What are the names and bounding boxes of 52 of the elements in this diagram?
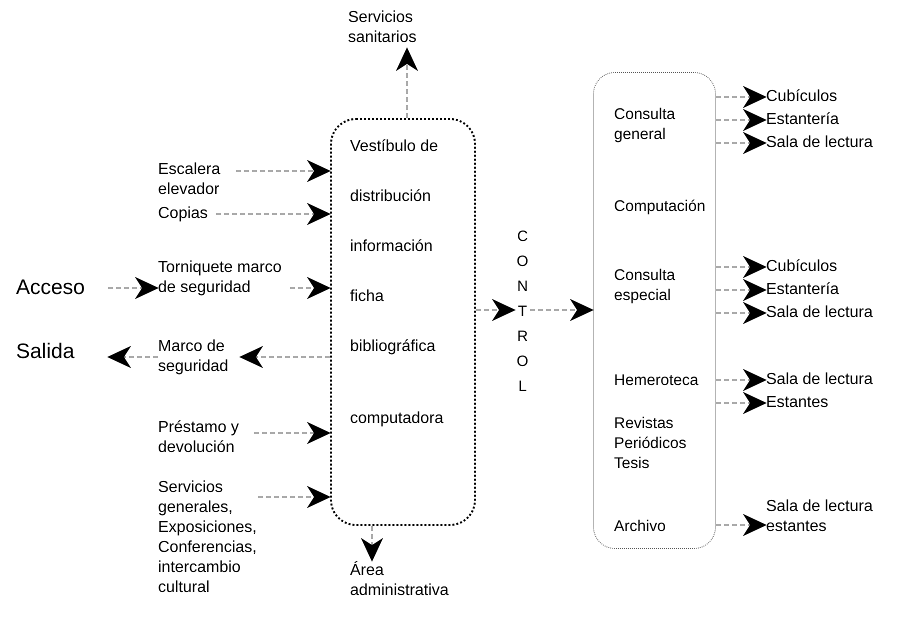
arrow bbox=[107, 346, 158, 368]
area-label: Archivo bbox=[614, 517, 716, 537]
arrow bbox=[360, 526, 384, 562]
arrow bbox=[716, 368, 767, 392]
area-label: Copias bbox=[158, 204, 216, 224]
arrow bbox=[108, 276, 159, 300]
box-text: ficha bibliográfica bbox=[349, 287, 436, 357]
area-label: Consulta especial bbox=[614, 266, 716, 306]
area-label: Área administrativa bbox=[350, 561, 475, 601]
area-label: Hemeroteca bbox=[614, 371, 716, 391]
arrow bbox=[716, 132, 767, 154]
area-label: Sala de lectura bbox=[766, 133, 906, 153]
arrow bbox=[716, 514, 767, 536]
area-label: Torniquete marco de seguridad bbox=[158, 258, 290, 298]
area-label: Servicios generales, Exposiciones, Conferencias, intercambio cultural bbox=[158, 478, 258, 598]
area-label: Revistas Periódicos Tesis bbox=[614, 414, 714, 474]
arrow bbox=[716, 278, 767, 302]
area-box bbox=[593, 72, 716, 549]
area-label: Estantes bbox=[766, 393, 906, 413]
arrow bbox=[716, 108, 767, 132]
area-label: Sala de lectura bbox=[766, 370, 906, 390]
box-text: información bbox=[349, 237, 434, 257]
arrow bbox=[716, 392, 767, 414]
arrow bbox=[239, 346, 330, 368]
area-label: Estantería bbox=[766, 280, 906, 300]
arrow bbox=[716, 302, 767, 324]
arrow bbox=[716, 86, 767, 108]
arrow bbox=[396, 47, 418, 118]
process-box bbox=[330, 118, 476, 526]
area-label: Consulta general bbox=[614, 105, 716, 145]
arrow bbox=[236, 160, 331, 182]
area-label: Servicios sanitarios bbox=[348, 8, 448, 48]
area-label: Marco de seguridad bbox=[158, 337, 240, 377]
area-label: Estantería bbox=[766, 110, 906, 130]
arrow bbox=[530, 298, 594, 322]
area-label: Sala de lectura estantes bbox=[766, 497, 906, 537]
area-label: Salida bbox=[16, 340, 108, 364]
box-text: computadora bbox=[349, 409, 444, 429]
arrow bbox=[254, 422, 331, 444]
area-label: Sala de lectura bbox=[766, 303, 906, 323]
arrow bbox=[476, 298, 516, 322]
arrow bbox=[216, 202, 331, 226]
area-label: Escalera elevador bbox=[158, 160, 236, 200]
area-label: Préstamo y devolución bbox=[158, 418, 254, 458]
area-label: Computación bbox=[614, 197, 714, 217]
arrow bbox=[716, 256, 767, 278]
arrow bbox=[258, 486, 331, 508]
area-label: Cubículos bbox=[766, 87, 906, 107]
area-label: Cubículos bbox=[766, 257, 906, 277]
area-label: Acceso bbox=[16, 276, 108, 300]
control-label: CONTROL bbox=[515, 224, 530, 399]
arrow bbox=[290, 276, 331, 300]
